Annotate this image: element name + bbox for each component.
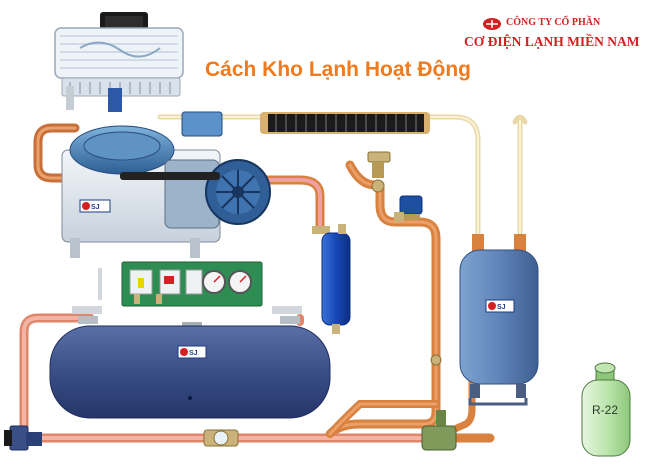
page-title: Cách Kho Lạnh Hoạt Động xyxy=(205,58,471,81)
expansion-valve-icon xyxy=(367,151,391,193)
filter-dryer xyxy=(312,224,351,334)
company-logo-icon xyxy=(483,18,501,30)
company-line-2: CƠ ĐIỆN LẠNH MIỀN NAM xyxy=(464,34,640,49)
company-line-1: CÔNG TY CỔ PHẦN xyxy=(506,17,601,28)
small-valve xyxy=(430,354,442,366)
bottom-valve xyxy=(421,410,457,451)
compressor: SJ xyxy=(61,111,271,258)
company-brand: CÔNG TY CỔ PHẦN CƠ ĐIỆN LẠNH MIỀN NAM xyxy=(456,14,646,54)
gauge-icon xyxy=(228,270,252,294)
service-valve-left xyxy=(4,425,42,451)
solenoid-valve-icon xyxy=(394,195,423,222)
insulated-hose xyxy=(260,112,430,134)
accumulator-badge: SJ xyxy=(497,304,506,311)
refrigerant-cylinder xyxy=(581,362,631,457)
control-panel xyxy=(121,261,263,307)
receiver-tank: SJ xyxy=(49,306,331,419)
oil-separator xyxy=(181,111,223,137)
condenser-unit xyxy=(54,12,184,112)
refrigerant-label: R-22 xyxy=(592,403,619,417)
receiver-badge: SJ xyxy=(189,350,198,357)
accumulator: SJ xyxy=(459,234,539,406)
suction-line xyxy=(157,114,528,248)
sight-glass-icon xyxy=(203,429,239,447)
gauge-icon xyxy=(202,270,226,294)
compressor-badge: SJ xyxy=(91,204,100,211)
